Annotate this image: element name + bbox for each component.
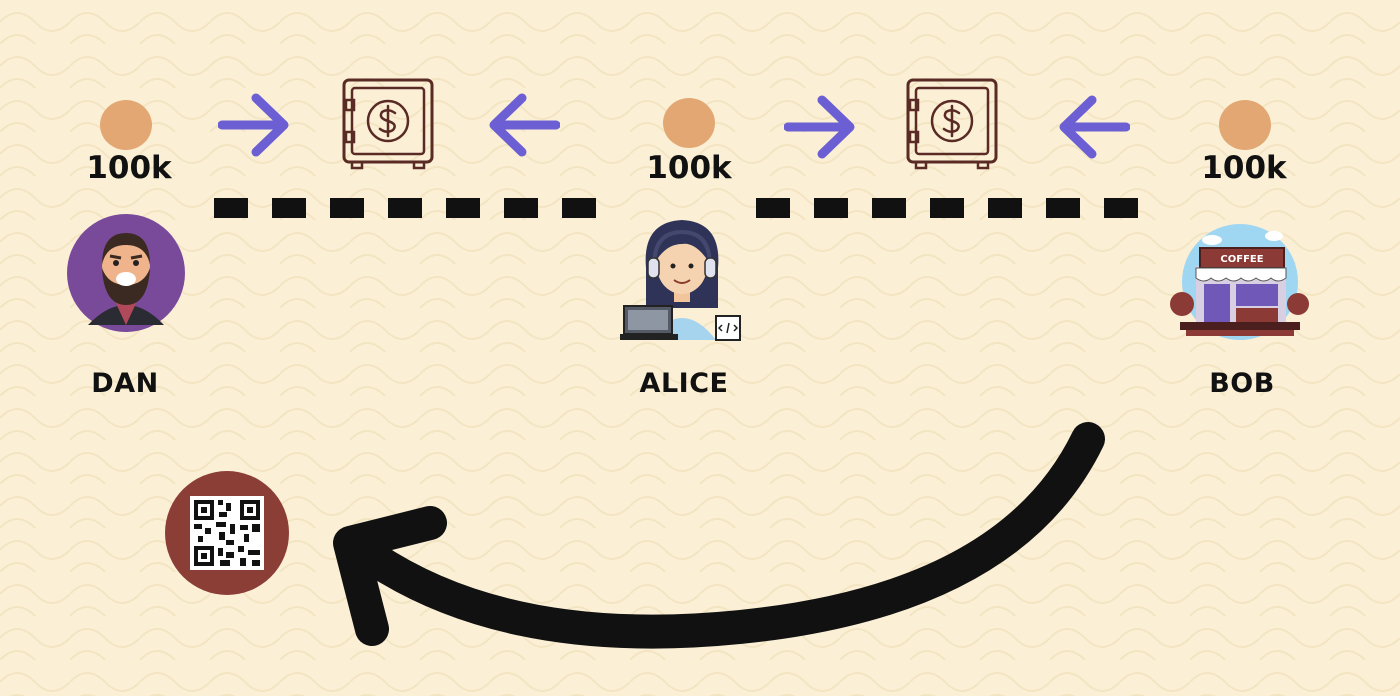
- coffee-sign: COFFEE: [1220, 254, 1263, 265]
- bob-label: BOB: [1209, 368, 1275, 399]
- left-arrow-icon: [1059, 95, 1130, 159]
- alice-balance-dot: [663, 98, 715, 148]
- channel-line-alice-bob: [756, 198, 1152, 218]
- developer-woman-icon: [620, 220, 741, 341]
- bob-balance-dot: [1219, 100, 1271, 150]
- coffee-shop-icon: COFFEE: [1170, 224, 1309, 340]
- right-arrow-icon: [784, 95, 855, 159]
- bob-balance: 100k: [1201, 150, 1287, 186]
- curved-arrow-icon: [333, 422, 1105, 649]
- left-arrow-icon: [489, 93, 560, 157]
- alice-label: ALICE: [639, 368, 729, 399]
- dan-label: DAN: [91, 368, 159, 399]
- right-arrow-icon: [218, 93, 289, 157]
- channel-line-dan-alice: [214, 198, 610, 218]
- alice-balance: 100k: [646, 150, 732, 186]
- dan-balance: 100k: [86, 150, 172, 186]
- qr-code-icon: [165, 471, 289, 595]
- safe-icon: [342, 78, 434, 170]
- safe-icon: [906, 78, 998, 170]
- bearded-man-icon: [67, 214, 185, 332]
- dan-balance-dot: [100, 100, 152, 150]
